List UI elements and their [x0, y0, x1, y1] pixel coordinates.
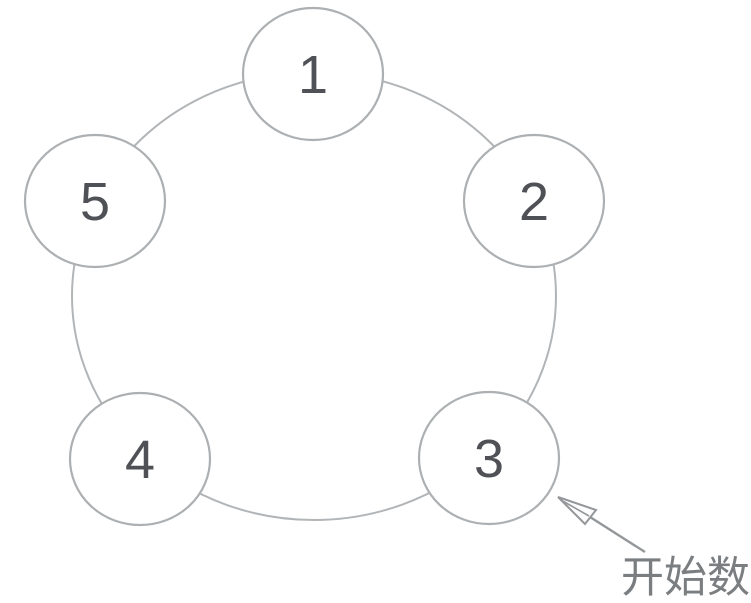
node-circle-2	[462, 133, 606, 269]
node-2: 2	[462, 133, 606, 269]
node-circle-5	[23, 133, 167, 269]
start-annotation-label: 开始数	[621, 554, 750, 602]
node-label-3: 3	[474, 429, 504, 489]
node-4: 4	[68, 391, 212, 527]
start-arrow	[557, 496, 646, 554]
node-3: 3	[417, 390, 561, 526]
node-circle-1	[241, 6, 385, 142]
node-label-4: 4	[125, 430, 155, 490]
start-arrow-fold-line	[560, 499, 590, 517]
node-circle-4	[68, 391, 212, 527]
node-circle-3	[417, 390, 561, 526]
node-label-5: 5	[80, 172, 110, 232]
node-1: 1	[241, 6, 385, 142]
node-label-2: 2	[519, 172, 549, 232]
node-5: 5	[23, 133, 167, 269]
node-label-1: 1	[298, 45, 328, 105]
start-arrow-shaft	[589, 515, 646, 554]
